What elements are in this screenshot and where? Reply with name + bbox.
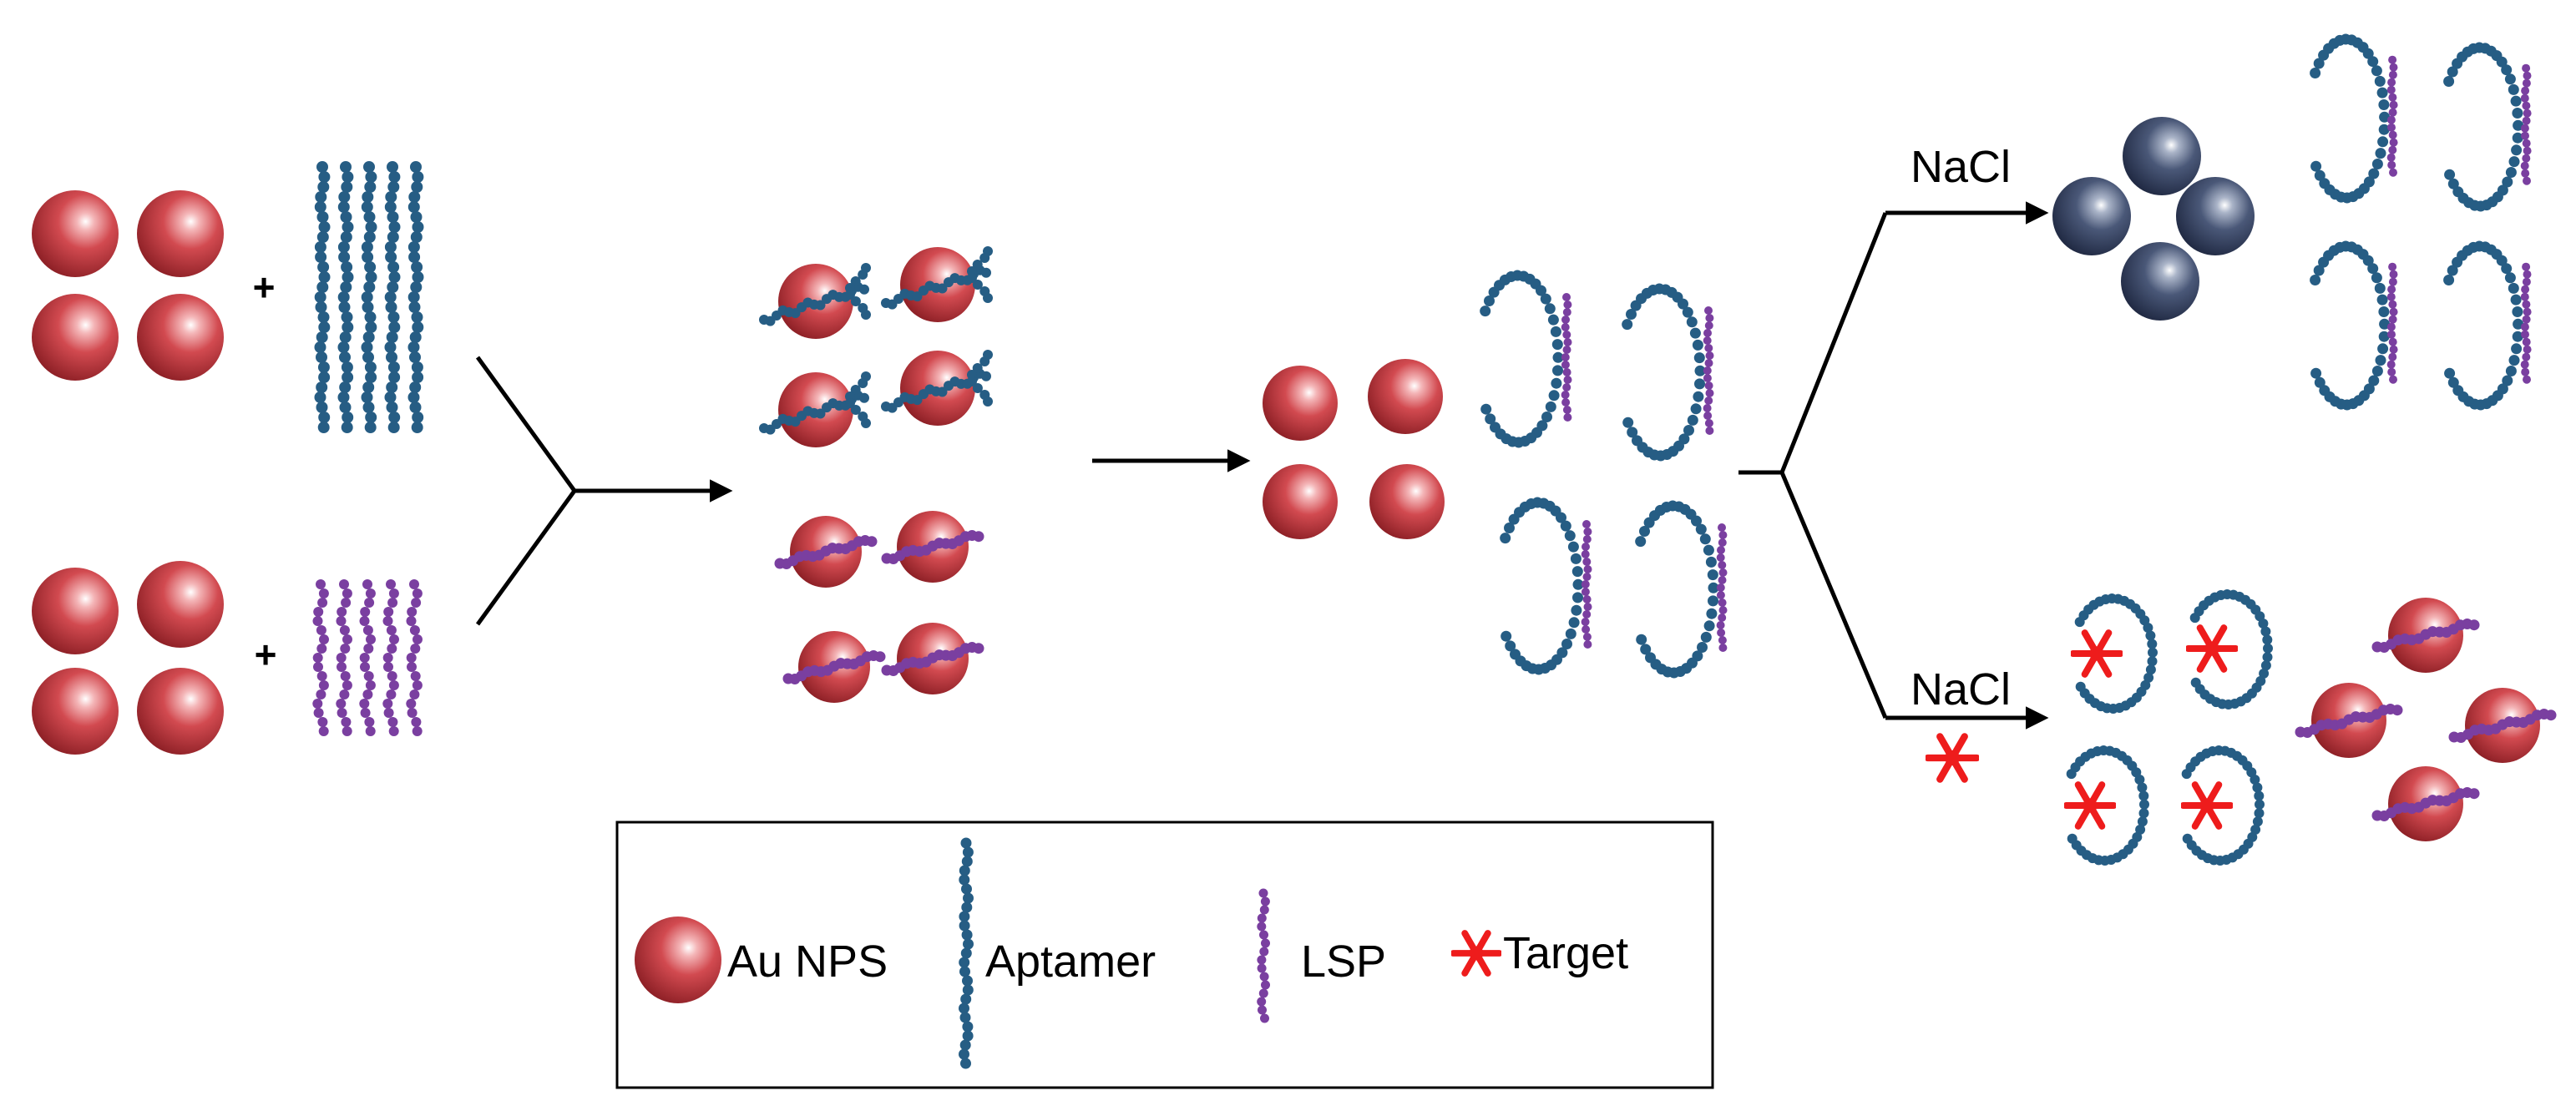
lsp-coating bbox=[2371, 619, 2480, 653]
aptamer-coating bbox=[881, 246, 993, 310]
lsp-strand-icon bbox=[382, 579, 399, 736]
au-nanoparticle-icon bbox=[137, 190, 224, 277]
aptamer-lsp-hybrids bbox=[1480, 270, 1728, 679]
lsp-strand-icon bbox=[406, 579, 423, 736]
target-star-icon bbox=[2188, 628, 2235, 669]
target-star-icon bbox=[2072, 633, 2120, 674]
lsp-strand-icon bbox=[359, 579, 376, 736]
lsp-coating bbox=[2371, 787, 2480, 821]
aptamer-lsp-hybrid bbox=[1480, 270, 1572, 448]
au-nanoparticle-icon bbox=[1369, 464, 1445, 539]
lsp-coating bbox=[2448, 709, 2557, 743]
aptamer-lsp-hybrid bbox=[2443, 42, 2532, 212]
free-nanoparticles bbox=[1263, 359, 1445, 539]
aptamer-lsp-hybrid bbox=[1622, 283, 1714, 462]
au-nanoparticle-icon bbox=[1368, 359, 1443, 434]
lsp-coating bbox=[881, 642, 984, 676]
au-nanoparticle-icon bbox=[137, 561, 224, 648]
aggregated-nanoparticles bbox=[2052, 117, 2255, 321]
aptamer-strands-group bbox=[314, 161, 424, 433]
aptamer-strand-icon bbox=[361, 161, 377, 433]
aptamer-lsp-hybrids-top-branch bbox=[2310, 33, 2532, 411]
plus-sign-top: + bbox=[253, 265, 276, 309]
plus-sign-bottom: + bbox=[255, 633, 277, 676]
aptamer-strand-icon bbox=[337, 161, 354, 433]
aptamer-target-complexes bbox=[2066, 589, 2273, 866]
aggregated-nanoparticle-icon bbox=[2123, 117, 2201, 195]
legend-label-aptamer: Aptamer bbox=[985, 937, 1156, 987]
au-nanoparticle-icon bbox=[137, 668, 224, 755]
au-nanoparticle-icon bbox=[32, 294, 119, 381]
legend-label-target: Target bbox=[1503, 928, 1628, 978]
lsp-strand-icon bbox=[1257, 888, 1270, 1023]
au-nanoparticle-icon bbox=[635, 917, 721, 1003]
lsp-strand-icon bbox=[336, 579, 352, 736]
aptamer-coated-nanoparticles bbox=[759, 246, 993, 447]
aptamer-strand-icon bbox=[959, 837, 974, 1069]
target-star-icon bbox=[1928, 736, 1977, 779]
aptamer-target-complex bbox=[2189, 589, 2273, 709]
aptamer-target-complex bbox=[2181, 745, 2265, 866]
aptamer-lsp-hybrid bbox=[2310, 240, 2398, 411]
aptamer-target-complex bbox=[2066, 745, 2149, 866]
lsp-coating bbox=[782, 650, 886, 684]
aptamer-lsp-hybrid bbox=[2310, 33, 2398, 204]
merge-arrow bbox=[475, 356, 733, 626]
au-nanoparticle-icon bbox=[32, 190, 119, 277]
aptamer-target-complex bbox=[2074, 593, 2158, 714]
lsp-coating bbox=[774, 535, 878, 569]
legend-box bbox=[615, 821, 1714, 1089]
nacl-label-top: NaCl bbox=[1910, 142, 2011, 192]
lsp-protected-nanoparticles bbox=[2295, 598, 2557, 841]
legend-label-lsp: LSP bbox=[1301, 937, 1386, 987]
nacl-label-bottom: NaCl bbox=[1910, 664, 2011, 715]
legend-label-au-nps: Au NPS bbox=[727, 937, 888, 987]
au-nanoparticle-icon bbox=[137, 294, 224, 381]
au-nanoparticle-icon bbox=[32, 668, 119, 755]
aptamer-strand-icon bbox=[314, 161, 331, 433]
aggregated-nanoparticle-icon bbox=[2052, 177, 2131, 255]
aggregated-nanoparticle-icon bbox=[2176, 177, 2255, 255]
lsp-coating bbox=[2295, 704, 2403, 738]
lsp-coating bbox=[881, 530, 984, 564]
legend: Au NPS Aptamer LSP Target bbox=[615, 821, 1714, 1089]
lsp-strand-icon bbox=[312, 579, 329, 736]
aptamer-lsp-hybrid bbox=[2443, 240, 2532, 411]
aptamer-coating bbox=[759, 371, 871, 435]
lsp-coated-nanoparticles bbox=[774, 511, 984, 703]
lsp-strands-group bbox=[312, 579, 423, 736]
group-aunp-top bbox=[32, 190, 224, 381]
aptamer-strand-icon bbox=[407, 161, 424, 433]
aptamer-coating bbox=[881, 350, 993, 413]
target-star-icon bbox=[2183, 785, 2230, 826]
aptamer-lsp-hybrid bbox=[1635, 500, 1728, 679]
au-nanoparticle-icon bbox=[32, 568, 119, 654]
split-arrow bbox=[1738, 201, 2049, 730]
group-aunp-bottom bbox=[32, 561, 224, 755]
aptamer-coating bbox=[759, 263, 871, 326]
au-nanoparticle-icon bbox=[1263, 366, 1338, 441]
aggregated-nanoparticle-icon bbox=[2121, 242, 2199, 321]
aptamer-strand-icon bbox=[384, 161, 401, 433]
au-nanoparticle-icon bbox=[1263, 464, 1338, 539]
target-star-icon bbox=[2066, 785, 2113, 826]
aptamer-lsp-hybrid bbox=[1500, 497, 1592, 675]
